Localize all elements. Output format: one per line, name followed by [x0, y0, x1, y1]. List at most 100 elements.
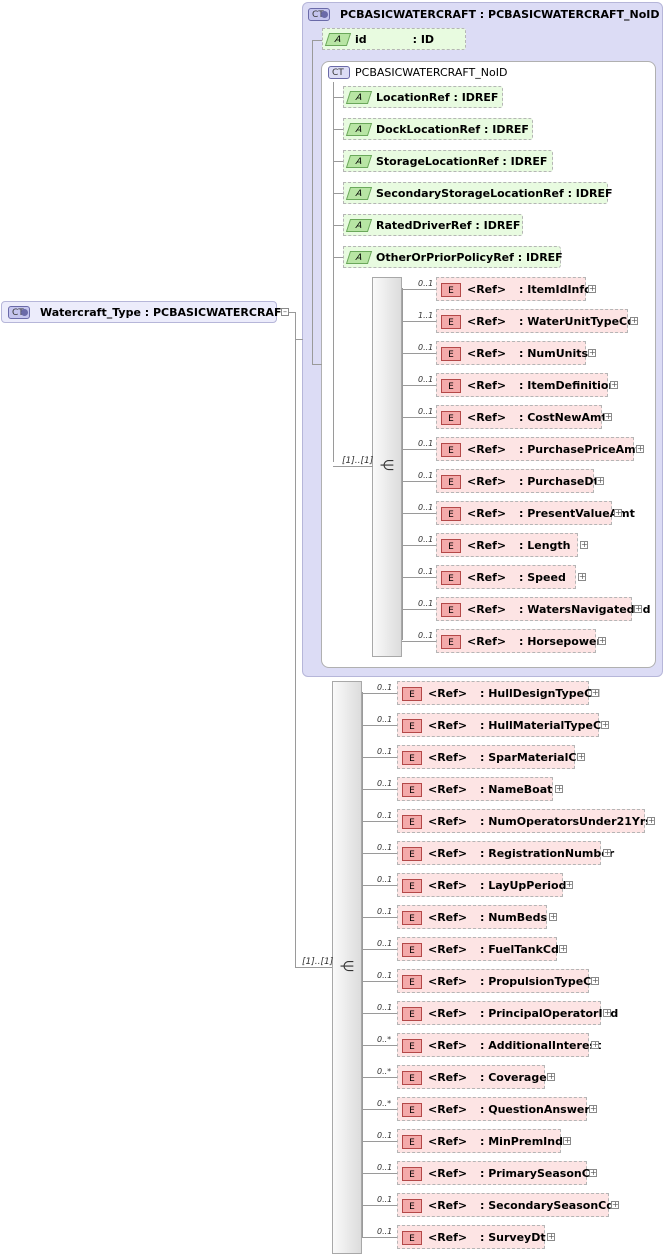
- element-row[interactable]: E <Ref> : PrimarySeasonCd: [397, 1161, 598, 1185]
- element-icon: E: [441, 507, 461, 521]
- expand-icon[interactable]: +: [588, 348, 596, 357]
- attribute-id[interactable]: A id : ID: [322, 28, 466, 50]
- cardinality: 0..*: [377, 1099, 392, 1108]
- expand-icon[interactable]: +: [565, 880, 573, 889]
- cardinality: 0..1: [377, 939, 393, 948]
- element-row[interactable]: E <Ref> : NumUnits: [436, 341, 589, 365]
- element-row[interactable]: E <Ref> : SecondarySeasonCd: [397, 1193, 614, 1217]
- expand-icon[interactable]: +: [630, 316, 638, 325]
- element-row[interactable]: E <Ref> : HullDesignTypeCd: [397, 681, 600, 705]
- element-icon: E: [402, 687, 422, 701]
- expand-icon[interactable]: +: [636, 444, 644, 453]
- element-name: : AdditionalInterest: [480, 1039, 602, 1052]
- element-name: : PurchasePriceAmt: [519, 443, 641, 456]
- element-name: : NameBoat: [480, 783, 553, 796]
- expand-icon[interactable]: +: [589, 1168, 597, 1177]
- attribute-icon: A: [345, 155, 373, 168]
- attribute-icon: A: [345, 91, 373, 104]
- element-row[interactable]: E <Ref> : RegistrationNumber: [397, 841, 614, 865]
- attribute-row[interactable]: A LocationRef : IDREF: [343, 86, 503, 108]
- element-row[interactable]: E <Ref> : Length: [436, 533, 578, 557]
- element-row[interactable]: E <Ref> : ItemIdInfo: [436, 277, 592, 301]
- expand-icon[interactable]: +: [634, 604, 642, 613]
- element-row[interactable]: E <Ref> : Horsepower: [436, 629, 602, 653]
- element-name: : Speed: [519, 571, 566, 584]
- expand-icon[interactable]: +: [596, 476, 604, 485]
- element-row[interactable]: E <Ref> : PrincipalOperatorInd: [397, 1001, 618, 1025]
- outer-sequence-bar: [332, 681, 362, 1254]
- expand-icon[interactable]: +: [559, 944, 567, 953]
- element-row[interactable]: E <Ref> : AdditionalInterest: [397, 1033, 601, 1057]
- element-ref: <Ref>: [428, 911, 468, 924]
- expand-icon[interactable]: +: [603, 1008, 611, 1017]
- expand-icon[interactable]: +: [547, 1232, 555, 1241]
- expand-icon[interactable]: +: [611, 1200, 619, 1209]
- attribute-row[interactable]: A StorageLocationRef : IDREF: [343, 150, 553, 172]
- expand-icon[interactable]: +: [580, 540, 588, 549]
- attribute-row[interactable]: A RatedDriverRef : IDREF: [343, 214, 523, 236]
- expand-icon[interactable]: +: [647, 816, 655, 825]
- element-row[interactable]: E <Ref> : CostNewAmt: [436, 405, 607, 429]
- expand-icon[interactable]: +: [591, 1040, 599, 1049]
- element-row[interactable]: E <Ref> : FuelTankCd: [397, 937, 559, 961]
- element-row[interactable]: E <Ref> : SparMaterialCd: [397, 745, 584, 769]
- root-label: Watercraft_Type : PCBASICWATERCRAFT: [40, 306, 289, 319]
- element-row[interactable]: E <Ref> : Speed: [436, 565, 576, 589]
- element-row[interactable]: E <Ref> : NumBeds: [397, 905, 547, 929]
- element-row[interactable]: E <Ref> : PurchaseDt: [436, 469, 599, 493]
- element-row[interactable]: E <Ref> : PresentValueAmt: [436, 501, 635, 525]
- element-row[interactable]: E <Ref> : PropulsionTypeCd: [397, 969, 599, 993]
- element-name: : NumUnits: [519, 347, 589, 360]
- element-row[interactable]: E <Ref> : WaterUnitTypeCd: [436, 309, 635, 333]
- expand-icon[interactable]: +: [549, 912, 557, 921]
- expand-icon[interactable]: +: [604, 412, 612, 421]
- element-icon: E: [441, 315, 461, 329]
- attribute-icon: A: [345, 187, 373, 200]
- element-ref: <Ref>: [428, 1039, 468, 1052]
- element-icon: E: [402, 1007, 422, 1021]
- element-icon: E: [441, 603, 461, 617]
- element-icon: E: [402, 911, 422, 925]
- collapse-icon[interactable]: –: [281, 307, 289, 316]
- attribute-row[interactable]: A OtherOrPriorPolicyRef : IDREF: [343, 246, 563, 268]
- expand-icon[interactable]: +: [547, 1072, 555, 1081]
- element-row[interactable]: E <Ref> : MinPremInd: [397, 1129, 563, 1153]
- expand-icon[interactable]: +: [589, 1104, 597, 1113]
- element-row[interactable]: E <Ref> : SurveyDt: [397, 1225, 546, 1249]
- cardinality: 0..1: [377, 1195, 393, 1204]
- expand-icon[interactable]: +: [591, 688, 599, 697]
- cardinality: 0..1: [377, 1163, 393, 1172]
- root-complex-type[interactable]: CT Watercraft_Type : PCBASICWATERCRAFT: [1, 301, 289, 323]
- element-ref: <Ref>: [428, 1199, 468, 1212]
- attribute-row[interactable]: A SecondaryStorageLocationRef : IDREF: [343, 182, 613, 204]
- attribute-row[interactable]: A DockLocationRef : IDREF: [343, 118, 533, 140]
- element-icon: E: [441, 475, 461, 489]
- expand-icon[interactable]: +: [588, 284, 596, 293]
- element-icon: E: [402, 719, 422, 733]
- element-icon: E: [402, 815, 422, 829]
- expand-icon[interactable]: +: [563, 1136, 571, 1145]
- expand-icon[interactable]: +: [578, 572, 586, 581]
- element-row[interactable]: E <Ref> : QuestionAnswer: [397, 1097, 590, 1121]
- element-row[interactable]: E <Ref> : NumOperatorsUnder21Yrs: [397, 809, 652, 833]
- element-row[interactable]: E <Ref> : HullMaterialTypeCd: [397, 713, 609, 737]
- expand-icon[interactable]: +: [610, 380, 618, 389]
- expand-icon[interactable]: +: [555, 784, 563, 793]
- expand-icon[interactable]: +: [601, 720, 609, 729]
- element-row[interactable]: E <Ref> : ItemDefinition: [436, 373, 616, 397]
- element-name: : SurveyDt: [480, 1231, 546, 1244]
- element-icon: E: [402, 1135, 422, 1149]
- element-row[interactable]: E <Ref> : Coverage: [397, 1065, 547, 1089]
- element-row[interactable]: E <Ref> : PurchasePriceAmt: [436, 437, 641, 461]
- expand-icon[interactable]: +: [577, 752, 585, 761]
- expand-icon[interactable]: +: [591, 976, 599, 985]
- element-ref: <Ref>: [428, 719, 468, 732]
- expand-icon[interactable]: +: [614, 508, 622, 517]
- element-row[interactable]: E <Ref> : LayUpPeriod: [397, 873, 566, 897]
- element-ref: <Ref>: [428, 1071, 468, 1084]
- expand-icon[interactable]: +: [603, 848, 611, 857]
- element-row[interactable]: E <Ref> : NameBoat: [397, 777, 553, 801]
- expand-icon[interactable]: +: [598, 636, 606, 645]
- attribute-icon: A: [324, 33, 352, 46]
- element-row[interactable]: E <Ref> : WatersNavigatedCd: [436, 597, 651, 621]
